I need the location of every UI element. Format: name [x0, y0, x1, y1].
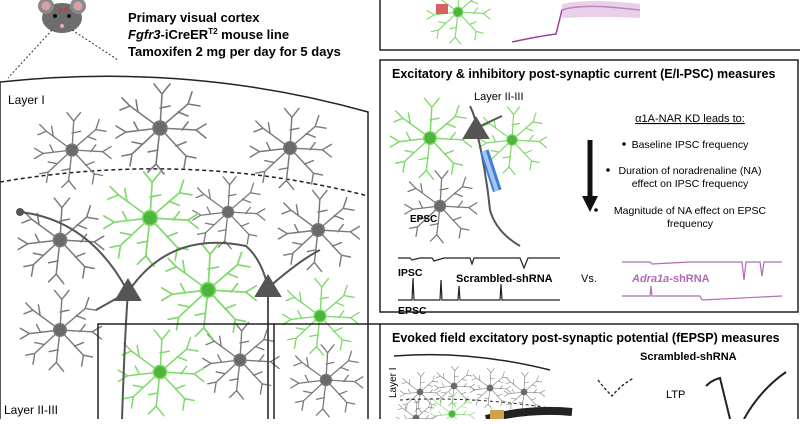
panel-top-cropped — [379, 0, 800, 51]
zoom-line-left — [7, 29, 53, 79]
fepsp-layer-label: Layer I — [388, 367, 399, 398]
ipsc-label: IPSC — [398, 267, 423, 279]
zoom-line-right — [71, 29, 119, 61]
adra1a-label: Adra1a-shRNA — [631, 273, 710, 285]
panel-fepsp — [379, 323, 799, 419]
header-line1: Primary visual cortex — [128, 10, 260, 25]
gray-astrocytes — [17, 83, 364, 418]
svg-text:Duration of noradrenaline (NA): Duration of noradrenaline (NA)effect on … — [619, 165, 762, 190]
fepsp-trace-ltp — [705, 371, 787, 420]
stim-tip-icon — [490, 410, 504, 419]
fepsp-boundary — [399, 398, 551, 409]
header-line2: Fgfr3-iCreERT2 mouse line — [128, 27, 289, 42]
psc-layer-label: Layer II-III — [474, 91, 524, 103]
layer23-label: Layer II-III — [4, 403, 58, 417]
kd-bullets: Baseline IPSC frequency Duration of nora… — [594, 139, 766, 230]
scrambled-label: Scrambled-shRNA — [456, 273, 553, 285]
psc-neuron — [463, 105, 521, 247]
fepsp-trace-baseline — [597, 377, 635, 397]
ltp-label: LTP — [666, 389, 685, 401]
fepsp-surface — [393, 353, 551, 371]
pyramidal-neurons — [16, 208, 321, 420]
layer-boundary — [0, 168, 369, 197]
mouse-icon — [38, 0, 86, 33]
layer1-label: Layer I — [8, 93, 45, 107]
cortex-frame — [0, 75, 369, 419]
vs-label: Vs. — [581, 273, 597, 285]
svg-text:Baseline IPSC frequency: Baseline IPSC frequency — [632, 139, 749, 151]
panel-psc-title: Excitatory & inhibitory post-synaptic cu… — [392, 67, 775, 81]
psc-traces — [398, 257, 783, 301]
decrease-arrow-icon — [582, 140, 598, 212]
panel-psc — [379, 59, 799, 313]
fepsp-scrambled-label: Scrambled-shRNA — [640, 351, 737, 363]
recording-electrode — [480, 149, 502, 193]
epsc-label: EPSC — [410, 214, 437, 225]
epsc-trace-label: EPSC — [398, 305, 427, 317]
panel-fepsp-title: Evoked field excitatory post-synaptic po… — [392, 331, 780, 345]
kd-title: α1A-NAR KD leads to: — [635, 113, 745, 125]
zoom-box — [97, 323, 275, 424]
header-line3: Tamoxifen 2 mg per day for 5 days — [128, 44, 341, 59]
